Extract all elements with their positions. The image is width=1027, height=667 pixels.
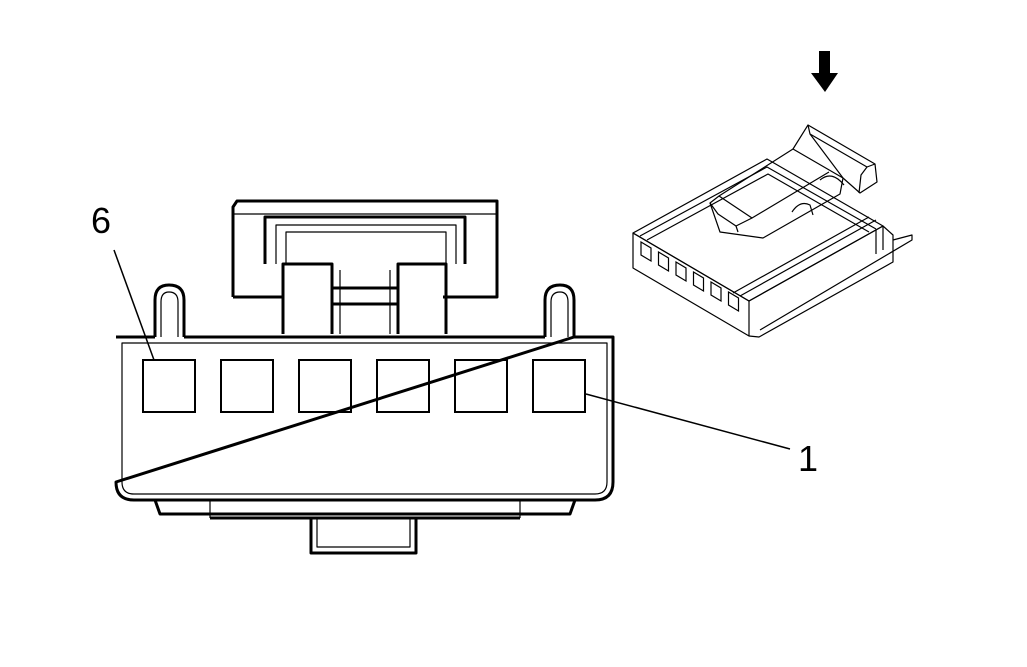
- latch: [231, 199, 499, 334]
- pin-1-leader-line: [585, 393, 791, 450]
- right-lock-tab-inner: [550, 291, 569, 337]
- down-arrow-icon: [811, 51, 838, 92]
- terminal-cavity: [142, 359, 196, 413]
- terminal-cavity: [220, 359, 274, 413]
- isometric-cavities: [640, 240, 740, 313]
- right-lock-tab: [543, 283, 576, 337]
- terminal-cavities: [142, 359, 586, 413]
- pin-1-label: 1: [798, 438, 818, 479]
- left-lock-tab-inner: [160, 291, 179, 337]
- pin-6-leader-line: [113, 249, 155, 361]
- connector-front-view: 6 1: [91, 199, 818, 555]
- bottom-key: [153, 499, 577, 555]
- terminal-cavity: [376, 359, 430, 413]
- pin-1-callout: 1: [585, 393, 818, 479]
- isometric-cavity: [640, 240, 652, 263]
- terminal-cavity: [298, 359, 352, 413]
- isometric-cavity: [675, 260, 687, 283]
- connector-body: [114, 335, 615, 502]
- isometric-cavity: [692, 270, 705, 293]
- left-lock-tab: [153, 283, 186, 337]
- pin-6-callout: 6: [91, 200, 155, 361]
- isometric-cavity: [727, 290, 740, 313]
- terminal-cavity: [532, 359, 586, 413]
- pin-6-label: 6: [91, 200, 111, 241]
- isometric-cavity: [657, 250, 670, 273]
- isometric-cavity: [710, 280, 722, 303]
- connector-isometric-view: [632, 51, 913, 338]
- terminal-cavity: [454, 359, 508, 413]
